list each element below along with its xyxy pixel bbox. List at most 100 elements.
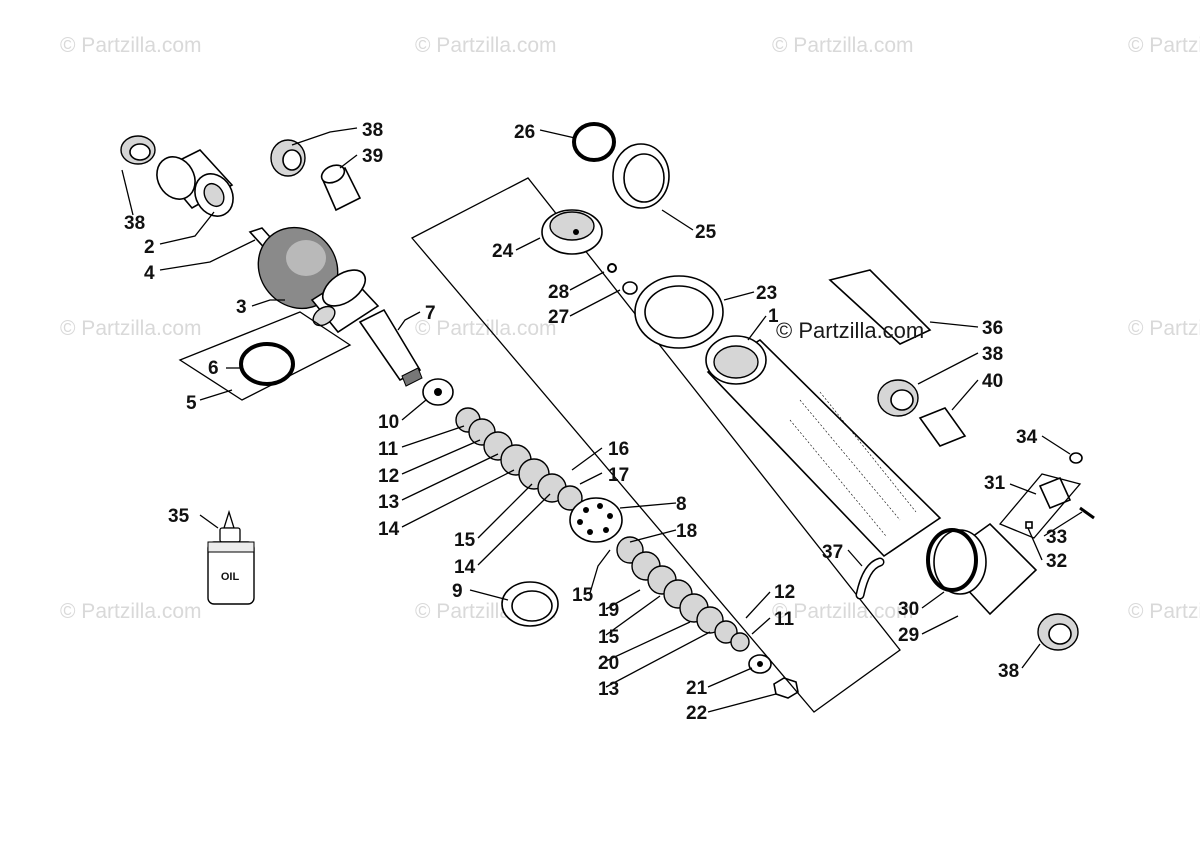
hose-37 bbox=[855, 557, 885, 600]
callout-38: 38 bbox=[982, 344, 1003, 365]
cap-32 bbox=[1025, 521, 1033, 529]
piston-band-9 bbox=[501, 581, 559, 627]
shaft-7 bbox=[358, 308, 423, 387]
valve-31 bbox=[1038, 476, 1072, 510]
wear-band-25 bbox=[612, 143, 670, 209]
callout-21: 21 bbox=[686, 678, 708, 699]
spacer-40 bbox=[918, 407, 967, 447]
leader-lines bbox=[121, 127, 1083, 713]
callout-27: 27 bbox=[548, 307, 569, 328]
damper-head-3 bbox=[310, 269, 380, 334]
callout-1: 1 bbox=[768, 306, 779, 327]
callout-31: 31 bbox=[984, 473, 1006, 494]
watermark: © Partzilla.com bbox=[60, 317, 202, 340]
callout-38: 38 bbox=[124, 213, 145, 234]
callout-2: 2 bbox=[144, 237, 155, 258]
callout-37: 37 bbox=[822, 542, 843, 563]
callout-16: 16 bbox=[608, 439, 629, 460]
watermark: © Partzilla.com bbox=[60, 34, 202, 57]
bushing-38-upper bbox=[270, 139, 306, 177]
screw-34 bbox=[1069, 452, 1083, 464]
watermark: © Partzilla.com bbox=[1128, 317, 1200, 340]
oil-bottle-label: OIL bbox=[221, 571, 240, 583]
callout-8: 8 bbox=[676, 494, 687, 515]
callout-14: 14 bbox=[454, 557, 476, 578]
o-ring-30 bbox=[926, 528, 978, 592]
callout-15: 15 bbox=[598, 627, 620, 648]
o-ring-28 bbox=[607, 263, 617, 273]
shock-body-1 bbox=[705, 335, 942, 558]
callout-13: 13 bbox=[598, 679, 619, 700]
callout-11: 11 bbox=[378, 439, 399, 460]
o-ring-26 bbox=[572, 122, 616, 162]
internal-parts-box bbox=[410, 177, 901, 713]
callout-29: 29 bbox=[898, 625, 919, 646]
piston-8 bbox=[569, 497, 623, 543]
o-ring-6 bbox=[239, 342, 295, 386]
watermark: © Partzilla.com bbox=[772, 34, 914, 57]
callout-19: 19 bbox=[598, 600, 619, 621]
callout-14: 14 bbox=[378, 519, 400, 540]
spacer-39 bbox=[320, 164, 362, 212]
callout-34: 34 bbox=[1016, 427, 1038, 448]
callout-10: 10 bbox=[378, 412, 399, 433]
callout-38: 38 bbox=[998, 661, 1019, 682]
callout-12: 12 bbox=[774, 582, 795, 603]
oil-bottle-35: OIL bbox=[207, 509, 255, 605]
washer-21 bbox=[748, 654, 772, 674]
valve-shim-stack bbox=[455, 407, 583, 511]
callout-12: 12 bbox=[378, 466, 399, 487]
callout-6: 6 bbox=[208, 358, 219, 379]
bushing-38-bottom bbox=[1037, 613, 1079, 651]
callout-9: 9 bbox=[452, 581, 463, 602]
callout-15: 15 bbox=[454, 530, 476, 551]
callout-30: 30 bbox=[898, 599, 919, 620]
callout-39: 39 bbox=[362, 146, 383, 167]
callout-36: 36 bbox=[982, 318, 1003, 339]
callout-15: 15 bbox=[572, 585, 594, 606]
reservoir-piston-24 bbox=[541, 209, 603, 255]
callout-38: 38 bbox=[362, 120, 383, 141]
watermark: © Partzilla.com bbox=[415, 34, 557, 57]
watermark: © Partzilla.com bbox=[415, 317, 557, 340]
pin-33 bbox=[1079, 506, 1095, 520]
bottom-cap-23 bbox=[634, 275, 724, 349]
callout-18: 18 bbox=[676, 521, 697, 542]
watermark: © Partzilla.com bbox=[1128, 34, 1200, 57]
callout-26: 26 bbox=[514, 122, 535, 143]
valve-box-31 bbox=[998, 473, 1082, 539]
callout-35: 35 bbox=[168, 506, 190, 527]
bladder-4 bbox=[248, 226, 339, 310]
callout-33: 33 bbox=[1046, 527, 1067, 548]
watermark: © Partzilla.com bbox=[60, 600, 202, 623]
callout-4: 4 bbox=[144, 263, 155, 284]
callout-7: 7 bbox=[425, 303, 436, 324]
callout-40: 40 bbox=[982, 371, 1003, 392]
watermark-prominent: © Partzilla.com bbox=[776, 318, 925, 343]
callout-labels: 38 39 38 2 4 3 7 6 5 10 11 12 13 14 15 1… bbox=[124, 120, 1067, 724]
seal-kit-box-5 bbox=[178, 311, 352, 401]
watermark: © Partzilla.com bbox=[1128, 600, 1200, 623]
callout-3: 3 bbox=[236, 297, 247, 318]
callout-17: 17 bbox=[608, 465, 629, 486]
callout-20: 20 bbox=[598, 653, 619, 674]
bushing-38-right bbox=[877, 379, 919, 417]
callout-13: 13 bbox=[378, 492, 399, 513]
callout-32: 32 bbox=[1046, 551, 1067, 572]
washer-10 bbox=[422, 378, 454, 406]
valve-27 bbox=[622, 281, 638, 295]
end-cap-29 bbox=[933, 522, 1038, 616]
callout-5: 5 bbox=[186, 393, 197, 414]
reservoir-eyelet-2 bbox=[156, 149, 234, 217]
callout-25: 25 bbox=[695, 222, 717, 243]
shield-36 bbox=[828, 269, 932, 345]
callout-28: 28 bbox=[548, 282, 569, 303]
watermark: © Partzilla.com bbox=[772, 600, 914, 623]
valve-shim-stack-lower bbox=[616, 536, 750, 652]
callout-11: 11 bbox=[774, 609, 795, 630]
callout-23: 23 bbox=[756, 283, 777, 304]
bushing-38-top-left bbox=[120, 135, 156, 165]
callout-22: 22 bbox=[686, 703, 707, 724]
callout-24: 24 bbox=[492, 241, 514, 262]
